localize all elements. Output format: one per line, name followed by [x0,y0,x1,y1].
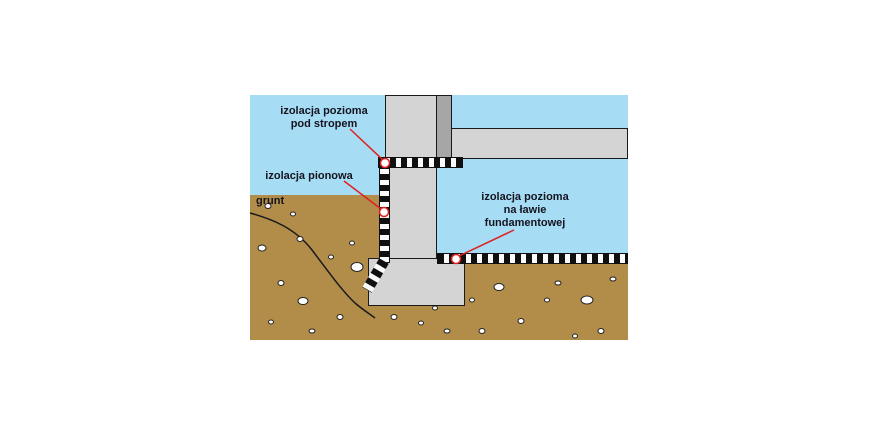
insulation-horizontal-footing-strip [437,253,628,264]
insulation-horizontal-top-strip [378,157,463,168]
label-ground: grunt [256,195,285,207]
soil-region-right [465,264,628,340]
label-insulation-horizontal-top: izolacja pozioma pod stropem [280,105,368,130]
label-insulation-vertical: izolacja pionowa [265,170,353,182]
insulation-vertical-strip [379,162,390,263]
soil-region-left [250,195,386,340]
foundation-wall [385,95,437,259]
soil-region-under-footing [368,306,465,340]
wall-inner-layer [436,95,452,164]
foundation-footing [368,258,465,306]
label-insulation-footing: izolacja pozioma na ławie fundamentowej [481,191,569,229]
floor-slab [451,128,628,159]
